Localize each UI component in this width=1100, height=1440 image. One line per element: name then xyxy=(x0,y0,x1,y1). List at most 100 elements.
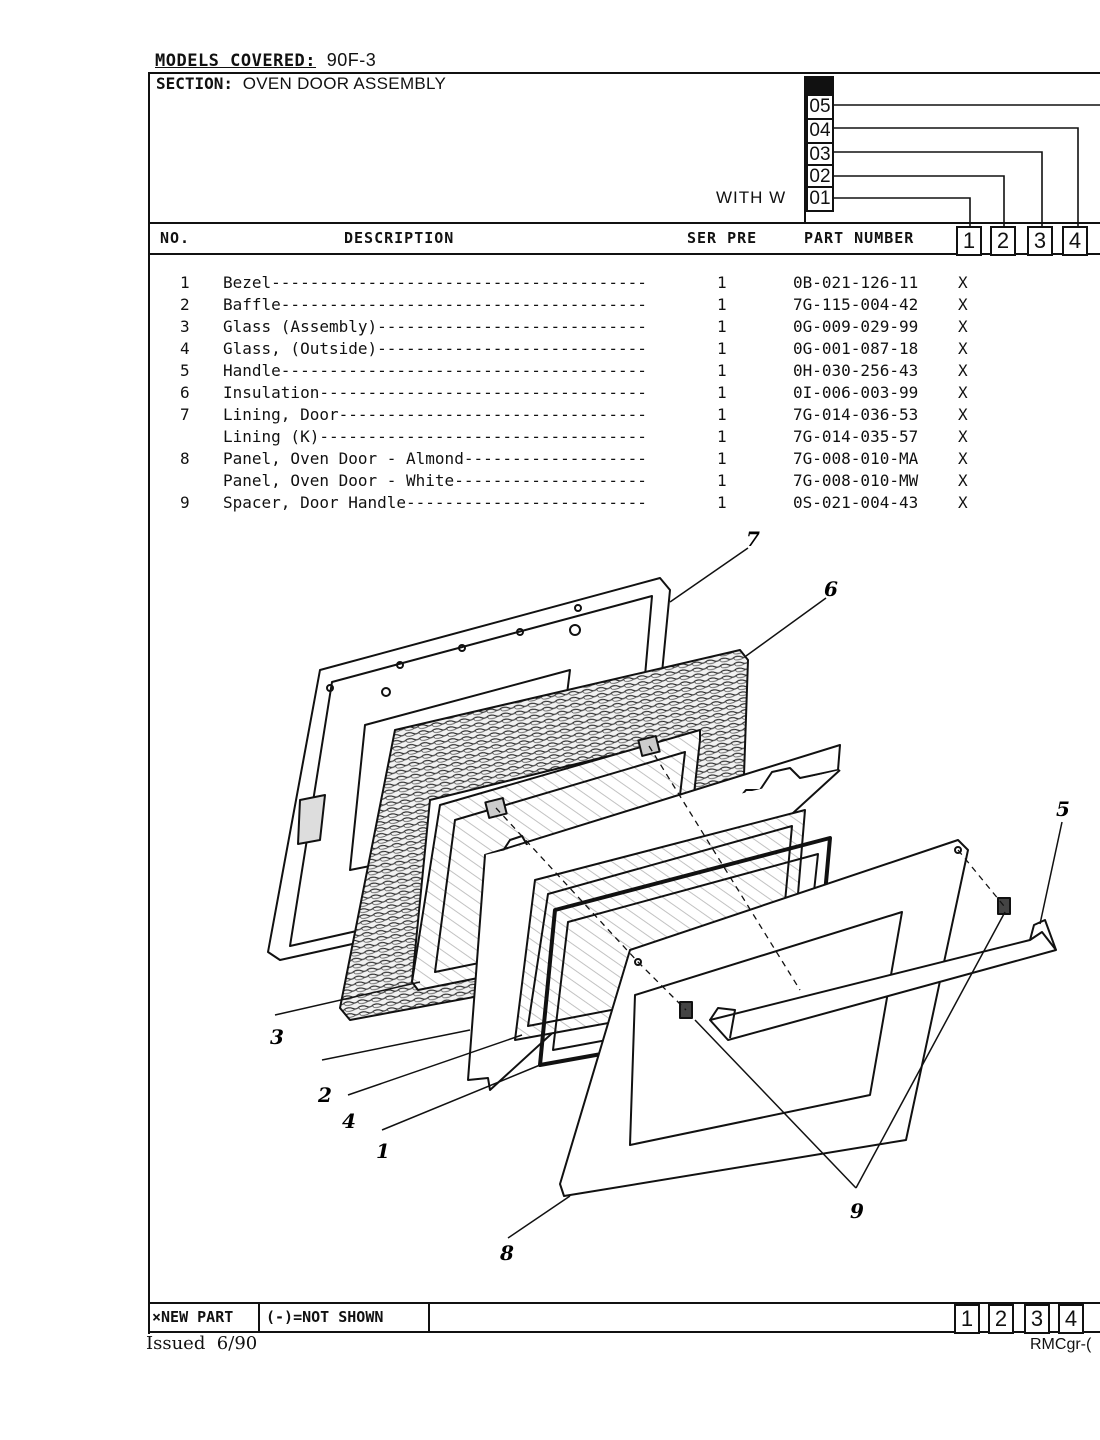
table-row: 7 Lining, Door--------------------------… xyxy=(150,405,1050,427)
code-top-fill xyxy=(806,76,834,94)
models-covered: MODELS COVERED: 90F-3 xyxy=(155,50,376,71)
part-description: Glass, (Outside)------------------------… xyxy=(223,339,647,358)
table-row: 1 Bezel---------------------------------… xyxy=(150,273,1050,295)
part-mark: X xyxy=(958,383,968,402)
models-covered-label: MODELS COVERED: xyxy=(155,51,317,71)
table-row: Panel, Oven Door - White----------------… xyxy=(150,471,1050,493)
table-row: 4 Glass, (Outside)----------------------… xyxy=(150,339,1050,361)
callout-9: 9 xyxy=(850,1199,864,1223)
footer-divider-1 xyxy=(258,1302,260,1331)
models-covered-value: 90F-3 xyxy=(326,50,377,70)
page-reference: RMCgr-( xyxy=(1030,1336,1092,1353)
col-part-number: PART NUMBER xyxy=(804,229,915,247)
table-row: Lining (K)------------------------------… xyxy=(150,427,1050,449)
header-bottom-rule xyxy=(150,222,1100,224)
part-no: 5 xyxy=(180,361,190,380)
part-no: 3 xyxy=(180,317,190,336)
section-label: SECTION: xyxy=(156,74,234,93)
part-number: 0S-021-004-43 xyxy=(793,493,919,512)
part-no: 4 xyxy=(180,339,190,358)
part-mark: X xyxy=(958,273,968,292)
callout-5: 5 xyxy=(1056,797,1070,821)
table-row: 3 Glass (Assembly)----------------------… xyxy=(150,317,1050,339)
table-row: 5 Handle--------------------------------… xyxy=(150,361,1050,383)
part-description: Baffle----------------------------------… xyxy=(223,295,647,314)
callout-8: 8 xyxy=(499,1241,514,1265)
not-shown-legend: (-)=NOT SHOWN xyxy=(266,1308,384,1326)
part-qty: 1 xyxy=(717,295,727,314)
code-leader-lines xyxy=(832,104,1100,230)
part-mark: X xyxy=(958,493,968,512)
footer-model-3: 3 xyxy=(1024,1304,1050,1334)
part-qty: 1 xyxy=(717,493,727,512)
model-col-3: 3 xyxy=(1027,226,1053,256)
model-col-1: 1 xyxy=(956,226,982,256)
callout-6: 6 xyxy=(824,577,838,601)
exploded-diagram: 7 6 5 3 2 4 1 9 8 xyxy=(267,527,1070,1265)
section-title: SECTION: OVEN DOOR ASSEMBLY xyxy=(156,74,446,94)
part-mark: X xyxy=(958,317,968,336)
callout-4: 4 xyxy=(342,1109,356,1133)
part-mark: X xyxy=(958,427,968,446)
table-row: 2 Baffle--------------------------------… xyxy=(150,295,1050,317)
header-top-rule xyxy=(150,72,1100,74)
code-column-rule xyxy=(804,76,806,222)
issued-date: Issued 6/90 xyxy=(146,1333,258,1354)
footer-top-rule xyxy=(150,1302,1100,1304)
part-number: 0I-006-003-99 xyxy=(793,383,919,402)
part-description: Panel, Oven Door - White----------------… xyxy=(223,471,647,490)
part-qty: 1 xyxy=(717,449,727,468)
model-col-4: 4 xyxy=(1062,226,1088,256)
footer-model-4: 4 xyxy=(1058,1304,1084,1334)
part-description: Panel, Oven Door - Almond---------------… xyxy=(223,449,647,468)
part-description: Insulation------------------------------… xyxy=(223,383,647,402)
part-mark: X xyxy=(958,449,968,468)
new-part-legend: ×NEW PART xyxy=(152,1308,234,1326)
part-description: Lining, Door----------------------------… xyxy=(223,405,647,424)
column-header-rule xyxy=(150,253,1100,255)
part-description: Bezel-----------------------------------… xyxy=(223,273,647,292)
part-no: 6 xyxy=(180,383,190,402)
part-description: Spacer, Door Handle---------------------… xyxy=(223,493,647,512)
part-mark: X xyxy=(958,471,968,490)
part-number: 7G-115-004-42 xyxy=(793,295,919,314)
with-label: WITH W xyxy=(716,188,787,207)
footer-model-1: 1 xyxy=(954,1304,980,1334)
part-description: Lining (K)------------------------------… xyxy=(223,427,647,446)
part-qty: 1 xyxy=(717,427,727,446)
col-description: DESCRIPTION xyxy=(344,229,455,247)
part-mark: X xyxy=(958,361,968,380)
footer-divider-2 xyxy=(428,1302,430,1331)
code-01: 01 xyxy=(806,186,834,212)
table-row: 9 Spacer, Door Handle-------------------… xyxy=(150,493,1050,515)
table-row: 8 Panel, Oven Door - Almond-------------… xyxy=(150,449,1050,471)
part-no: 7 xyxy=(180,405,190,424)
table-row: 6 Insulation----------------------------… xyxy=(150,383,1050,405)
section-value: OVEN DOOR ASSEMBLY xyxy=(242,74,447,93)
part-qty: 1 xyxy=(717,383,727,402)
callout-7: 7 xyxy=(746,527,760,551)
part-no: 9 xyxy=(180,493,190,512)
model-col-2: 2 xyxy=(990,226,1016,256)
part-qty: 1 xyxy=(717,317,727,336)
part-qty: 1 xyxy=(717,361,727,380)
spacer-right-part xyxy=(997,897,1011,915)
part-number: 0H-030-256-43 xyxy=(793,361,919,380)
part-qty: 1 xyxy=(717,339,727,358)
part-mark: X xyxy=(958,339,968,358)
alignment-lines xyxy=(495,745,1005,1011)
part-description: Handle----------------------------------… xyxy=(223,361,647,380)
callout-2: 2 xyxy=(317,1083,332,1107)
part-no: 8 xyxy=(180,449,190,468)
part-number: 0G-001-087-18 xyxy=(793,339,919,358)
part-no: 1 xyxy=(180,273,190,292)
callout-3: 3 xyxy=(270,1025,284,1049)
code-02: 02 xyxy=(806,164,834,190)
page-left-rule xyxy=(148,72,150,1334)
code-03: 03 xyxy=(806,142,834,168)
door-handle-part xyxy=(709,919,1057,1041)
footer-model-2: 2 xyxy=(988,1304,1014,1334)
part-number: 7G-014-036-53 xyxy=(793,405,919,424)
part-number: 7G-008-010-MA xyxy=(793,449,919,468)
code-05: 05 xyxy=(806,94,834,120)
